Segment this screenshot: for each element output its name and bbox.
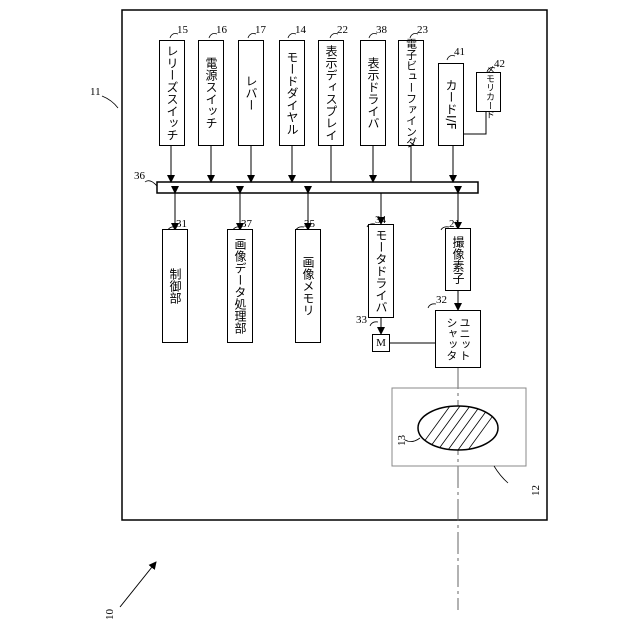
lever-label: レバー [245, 75, 257, 111]
ref-number-21: 21 [449, 218, 460, 230]
ref-number-15: 15 [177, 24, 188, 36]
electronic-viewfinder-box: 電子ビューファインダ [398, 40, 424, 146]
image-memory-label: 画像メモリ [302, 256, 314, 316]
display-driver-box: 表示ドライバ [360, 40, 386, 146]
ref-number-16: 16 [216, 24, 227, 36]
ref-number-42: 42 [494, 58, 505, 70]
display-driver-label: 表示ドライバ [367, 57, 379, 129]
mode-dial-box: モードダイヤル [279, 40, 305, 146]
system-bus [157, 182, 478, 193]
ref-number-36: 36 [134, 170, 145, 182]
control-unit-box: 制御部 [162, 229, 188, 343]
ref-number-13: 13 [396, 435, 408, 446]
ref-number-37: 37 [241, 218, 252, 230]
display-label: 表示ディスプレイ [325, 45, 337, 141]
control-unit-label: 制御部 [169, 268, 181, 304]
release-switch-label: レリーズスイッチ [166, 45, 178, 141]
ref-number-12: 12 [530, 485, 542, 496]
card-interface-box: カードI/F [438, 63, 464, 146]
motor-driver-box: モータドライバ [368, 224, 394, 318]
power-switch-box: 電源スイッチ [198, 40, 224, 146]
memory-card-label: メモリカード [484, 65, 493, 119]
card-interface-label: カードI/F [445, 79, 457, 129]
motor-label: M [376, 337, 386, 349]
electronic-viewfinder-label: 電子ビューファインダ [406, 38, 417, 148]
ref-number-35: 35 [304, 218, 315, 230]
image-sensor-box: 撮像素子 [445, 228, 471, 291]
ref-number-23: 23 [417, 24, 428, 36]
ref-number-10: 10 [104, 609, 116, 620]
ref-number-32: 32 [436, 294, 447, 306]
display-box: 表示ディスプレイ [318, 40, 344, 146]
release-switch-box: レリーズスイッチ [159, 40, 185, 146]
image-data-processor-box: 画像データ処理部 [227, 229, 253, 343]
device-pointer-arrow [120, 562, 156, 607]
shutter-unit-label-line1: シャッタ [446, 317, 457, 361]
ref-number-22: 22 [337, 24, 348, 36]
motor-driver-label: モータドライバ [375, 229, 387, 313]
shutter-unit-label-line2: ユニット [459, 317, 470, 361]
shutter-unit-box: シャッタ ユニット [435, 310, 481, 368]
image-memory-box: 画像メモリ [295, 229, 321, 343]
ref-number-14: 14 [295, 24, 306, 36]
ref-number-33: 33 [356, 314, 367, 326]
ref-number-34: 34 [375, 214, 386, 226]
lever-box: レバー [238, 40, 264, 146]
ref-number-41: 41 [454, 46, 465, 58]
ref-number-31: 31 [176, 218, 187, 230]
image-data-processor-label: 画像データ処理部 [234, 238, 246, 334]
image-sensor-label: 撮像素子 [452, 236, 464, 284]
ref-number-38: 38 [376, 24, 387, 36]
power-switch-label: 電源スイッチ [205, 57, 217, 129]
memory-card-box: メモリカード [476, 72, 501, 112]
mode-dial-label: モードダイヤル [286, 51, 298, 135]
motor-box: M [372, 334, 390, 352]
ref-number-17: 17 [255, 24, 266, 36]
lens-element [418, 406, 500, 450]
ref-number-11: 11 [90, 86, 101, 98]
